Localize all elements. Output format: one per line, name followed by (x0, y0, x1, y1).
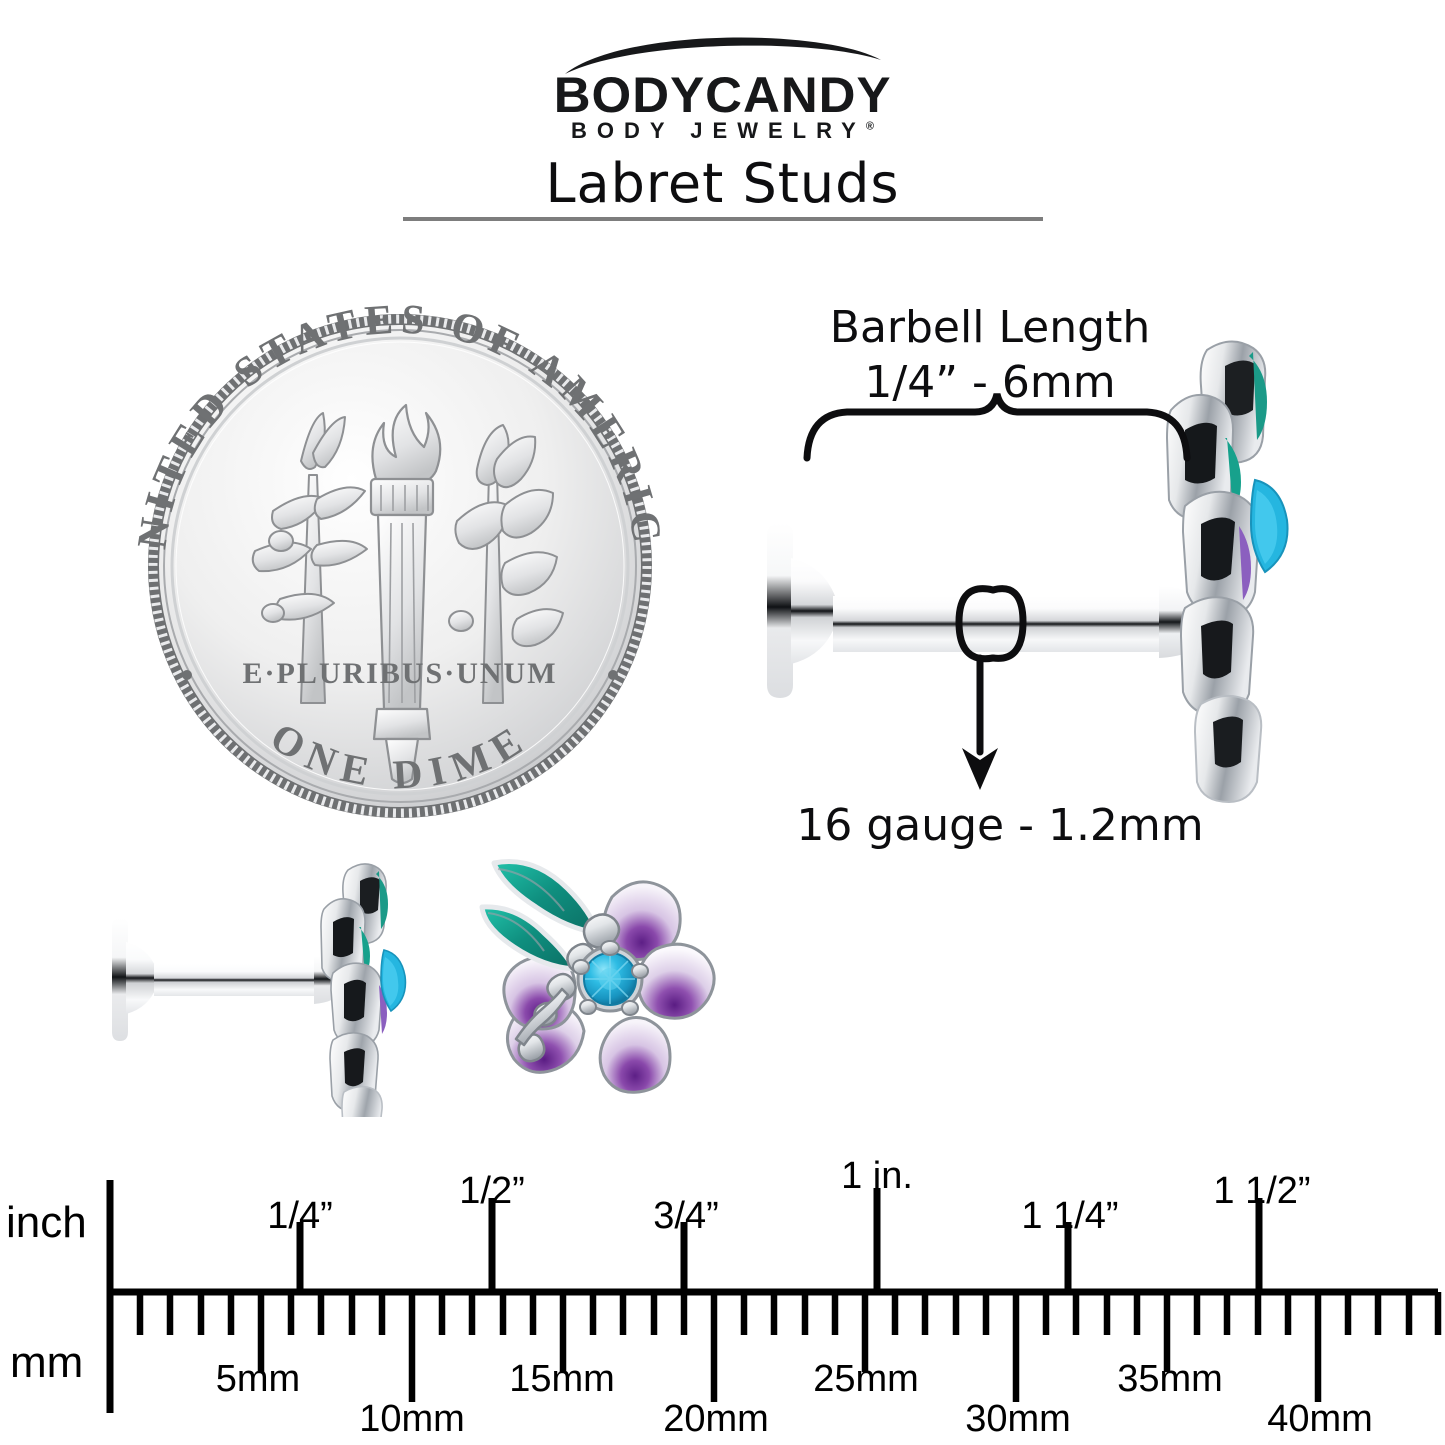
barbell-length-line1: Barbell Length (829, 302, 1151, 353)
labret-stud-product-image (92, 852, 432, 1117)
inch-tick-label: 1 1/4” (1021, 1195, 1119, 1237)
mm-tick-label: 5mm (215, 1358, 301, 1400)
svg-text:E·PLURIBUS·UNUM: E·PLURIBUS·UNUM (242, 657, 557, 690)
labret-flat-back (767, 523, 793, 698)
page-title: Labret Studs (545, 152, 900, 215)
mm-tick-label: 10mm (359, 1398, 465, 1440)
brand-wordmark: BODYCANDY (0, 66, 1445, 124)
mm-tick-label: 25mm (813, 1358, 919, 1400)
logo-arc-icon (565, 37, 881, 74)
inch-ticks (296, 1188, 1263, 1292)
gauge-arrow-icon (962, 748, 998, 790)
inch-tick-label: 1/2” (459, 1170, 525, 1212)
flower-charm-side-view-small (320, 863, 407, 1117)
barbell-length-line2: 1/4” - 6mm (864, 357, 1116, 408)
mm-tick-label: 20mm (663, 1398, 769, 1440)
flower-charm-side-view (1165, 340, 1289, 804)
gauge-indicator (955, 585, 1027, 756)
barbell-length-label: Barbell Length 1/4” - 6mm (790, 300, 1190, 410)
barbell-diagram (755, 290, 1445, 860)
ruler-unit-mm-label: mm (10, 1338, 84, 1387)
ruler-unit-inch-label: inch (6, 1198, 87, 1247)
brand-wordmark-text: BODYCANDY (553, 67, 892, 123)
inch-tick-label: 1 1/2” (1213, 1170, 1311, 1212)
title-divider (403, 217, 1043, 221)
mm-tick-label: 35mm (1117, 1358, 1223, 1400)
brand-subtitle: BODY JEWELRY® (0, 118, 1445, 144)
barbell-length-brace (803, 393, 1191, 462)
registered-mark-icon: ® (865, 120, 874, 133)
mm-ticks (136, 1292, 1442, 1402)
inch-tick-label: 3/4” (653, 1195, 719, 1237)
barbell-shaft (833, 596, 1163, 652)
mm-tick-label: 15mm (509, 1358, 615, 1400)
gauge-label: 16 gauge - 1.2mm (796, 800, 1204, 851)
brand-subtitle-text: BODY JEWELRY (571, 118, 866, 143)
flower-charm-front-image (460, 845, 750, 1120)
inch-tick-label: 1 in. (841, 1155, 913, 1197)
dime-reference-image: UNITED STATES OF AMERICA ONE DIME E·PLUR… (105, 283, 695, 843)
inch-tick-label: 1/4” (267, 1195, 333, 1237)
mm-tick-label: 30mm (965, 1398, 1071, 1440)
mm-tick-label: 40mm (1267, 1398, 1373, 1440)
ruler (0, 1150, 1445, 1445)
center-crystal (572, 940, 649, 1016)
